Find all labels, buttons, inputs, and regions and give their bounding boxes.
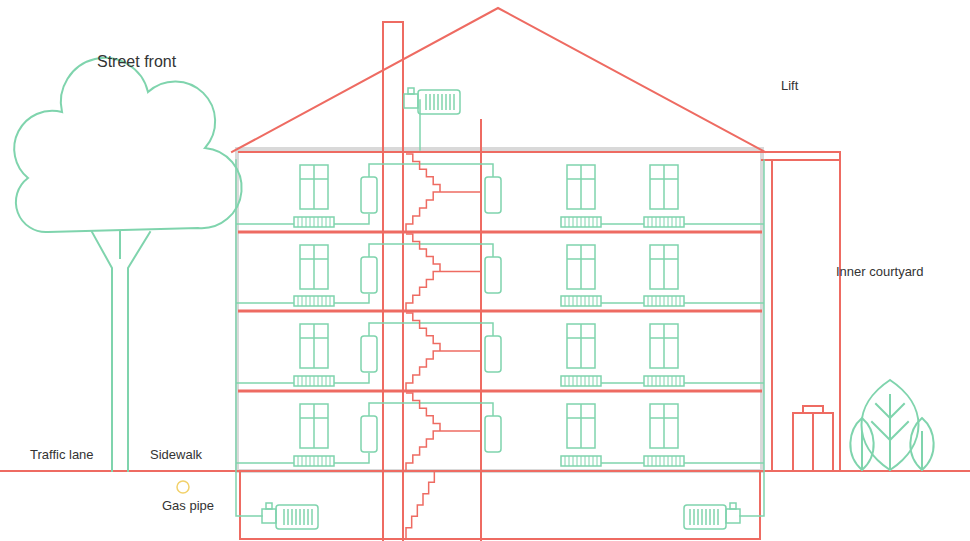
stair-flight xyxy=(406,351,440,391)
stair-flight xyxy=(406,393,440,431)
riser-pipe xyxy=(419,100,421,150)
plant xyxy=(910,418,933,470)
gas-pipe xyxy=(177,481,189,493)
stair-flight xyxy=(406,431,440,471)
scene-label: Lift xyxy=(781,78,798,94)
boiler xyxy=(262,503,318,529)
tree-trunk xyxy=(119,232,121,258)
stair-flight xyxy=(406,471,440,539)
floor xyxy=(236,311,764,386)
landing xyxy=(440,350,481,352)
building-outline xyxy=(237,149,762,471)
chimney xyxy=(383,21,403,23)
boiler xyxy=(684,503,740,529)
plant xyxy=(850,418,873,470)
floor xyxy=(236,232,764,306)
stair-wall xyxy=(480,120,482,541)
scene-label: Inner courtyard xyxy=(836,264,923,280)
lift-car xyxy=(803,406,823,413)
chimney xyxy=(382,22,384,541)
scene-label: Street front xyxy=(97,52,176,71)
lift-shaft xyxy=(762,152,840,471)
stair-flight xyxy=(406,234,440,272)
scene-label: Gas pipe xyxy=(162,498,214,514)
tree-canopy xyxy=(14,58,241,232)
stair-flight xyxy=(406,192,440,232)
landing xyxy=(440,191,481,193)
scene-label: Sidewalk xyxy=(150,447,202,463)
basement xyxy=(240,471,760,539)
plant xyxy=(862,380,919,470)
tree-trunk xyxy=(128,232,150,471)
floor xyxy=(236,152,764,227)
lift-car xyxy=(812,413,814,471)
floor xyxy=(236,391,764,466)
stair-flight xyxy=(406,154,440,192)
stair-flight xyxy=(406,313,440,351)
lift-shaft xyxy=(762,159,840,161)
boiler xyxy=(404,88,460,114)
lift-shaft xyxy=(771,160,773,471)
landing xyxy=(440,430,481,432)
landing xyxy=(440,271,481,273)
scene-label: Traffic lane xyxy=(30,447,94,463)
roof xyxy=(232,8,765,152)
tree-trunk xyxy=(92,232,112,471)
lift-car xyxy=(793,413,833,471)
stair-flight xyxy=(406,272,440,312)
